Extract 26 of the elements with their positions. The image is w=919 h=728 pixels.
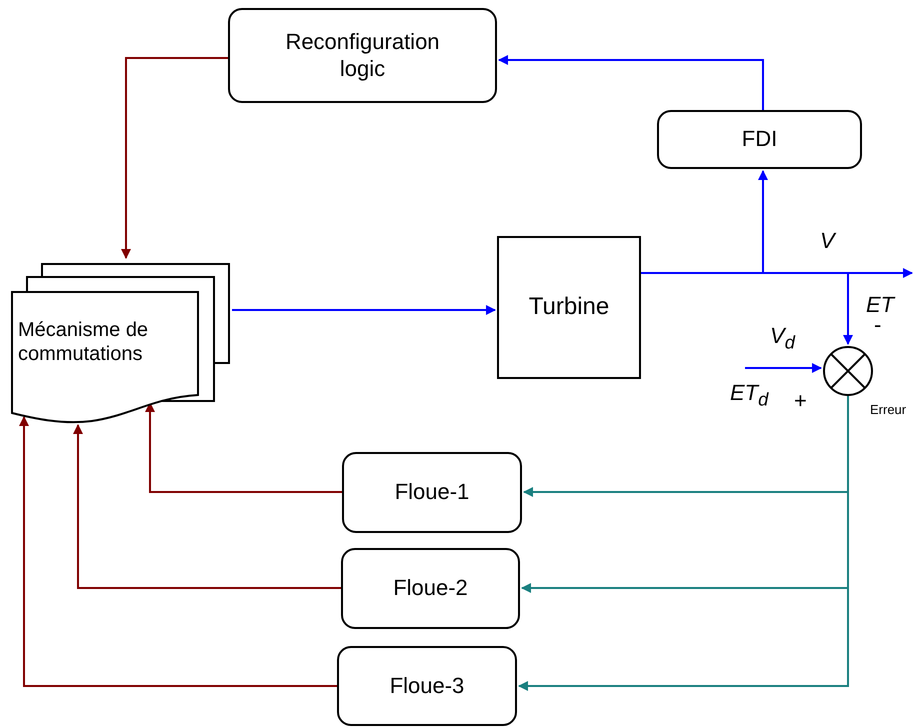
node-label: Turbine: [528, 293, 610, 322]
node-label: Floue-3: [390, 672, 464, 700]
process-box: [228, 8, 497, 103]
signal-label: ET$_{d}$: [730, 380, 768, 410]
signal-label: V$_{d}$: [770, 323, 795, 354]
signal-label: V: [820, 228, 835, 254]
arrow: [641, 272, 853, 345]
arrow: [145, 402, 342, 493]
plant-box: [497, 236, 641, 379]
arrow: [19, 416, 337, 687]
process-box: [341, 548, 520, 629]
process-box: [337, 646, 517, 726]
signal-label: Erreur: [870, 402, 906, 417]
signal-label: +: [794, 388, 807, 414]
arrow: [498, 55, 764, 110]
arrow: [121, 57, 228, 259]
node-label: FDI: [742, 126, 778, 153]
arrow: [745, 363, 822, 373]
node-label: Floue-1: [394, 479, 470, 506]
process-box: [342, 452, 522, 533]
node-label: Floue-2: [393, 575, 468, 602]
node-label: Mécanisme de commutations: [18, 318, 150, 366]
process-box: [657, 110, 862, 169]
node-label: Reconfiguration logic: [284, 29, 441, 82]
arrow: [232, 305, 496, 315]
arrow: [73, 424, 341, 589]
